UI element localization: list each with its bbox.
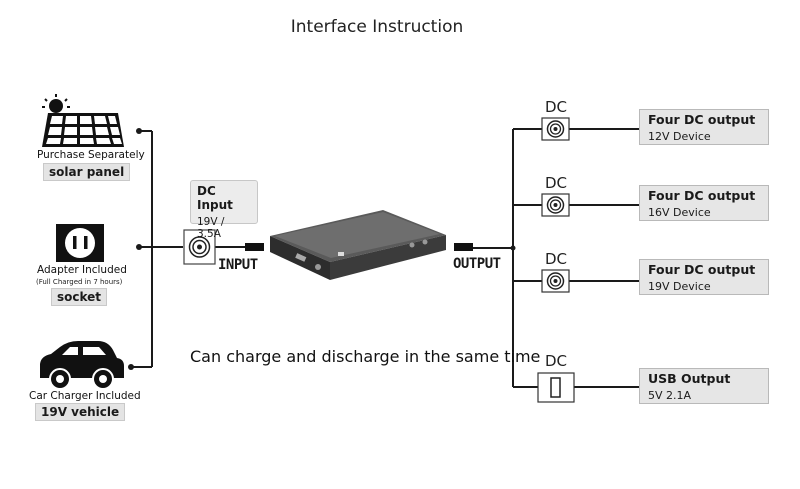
output-heading: USB Output [648,371,731,386]
solar-panel-caption: Purchase Separately [37,149,145,161]
dc-output-port-icon [541,193,570,217]
output-plug-icon [454,243,473,251]
output-label: OUTPUT [453,256,501,272]
dc-port-label: DC [545,250,568,268]
dc-port-label: DC [545,98,568,116]
output-bus-lines [473,128,639,388]
output-value: 19V Device [648,280,711,293]
dc-output-port-icon [541,269,570,293]
output-heading: Four DC output [648,262,756,277]
power-bank-image [270,210,446,280]
output-box-usb: USB Output 5V 2.1A [639,368,769,404]
dc-port-label: DC [545,352,568,370]
solar-panel-icon [42,94,124,147]
input-plug-icon [245,243,264,251]
dc-output-port-icon [541,117,570,141]
output-box-16v: Four DC output 16V Device [639,185,769,221]
diagram-title: Interface Instruction [290,17,464,37]
vehicle-tag: 19V vehicle [35,403,126,421]
output-box-19v: Four DC output 19V Device [639,259,769,295]
dc-input-value: 19V / 3.5A [197,216,225,240]
input-label: INPUT [218,257,258,273]
dc-input-heading: DC Input [197,184,233,212]
dc-input-port-icon [183,229,216,265]
power-socket-icon [56,224,104,262]
output-value: 5V 2.1A [648,389,692,402]
output-value: 16V Device [648,206,711,219]
adapter-subcaption: (Full Charged in 7 hours) [36,278,123,286]
car-icon [40,341,124,390]
socket-tag: socket [51,288,108,306]
input-bus-lines [131,130,248,368]
car-charger-caption: Car Charger Included [29,390,141,402]
dc-port-label: DC [545,174,568,192]
output-heading: Four DC output [648,112,756,127]
charge-discharge-note: Can charge and discharge in the same tim… [190,347,541,366]
output-value: 12V Device [648,130,711,143]
dc-input-spec-box: DC Input 19V / 3.5A [190,180,258,240]
usb-port-icon [537,372,575,403]
solar-panel-tag: solar panel [43,163,131,181]
adapter-caption: Adapter Included [37,264,127,276]
output-heading: Four DC output [648,188,756,203]
output-box-12v: Four DC output 12V Device [639,109,769,145]
